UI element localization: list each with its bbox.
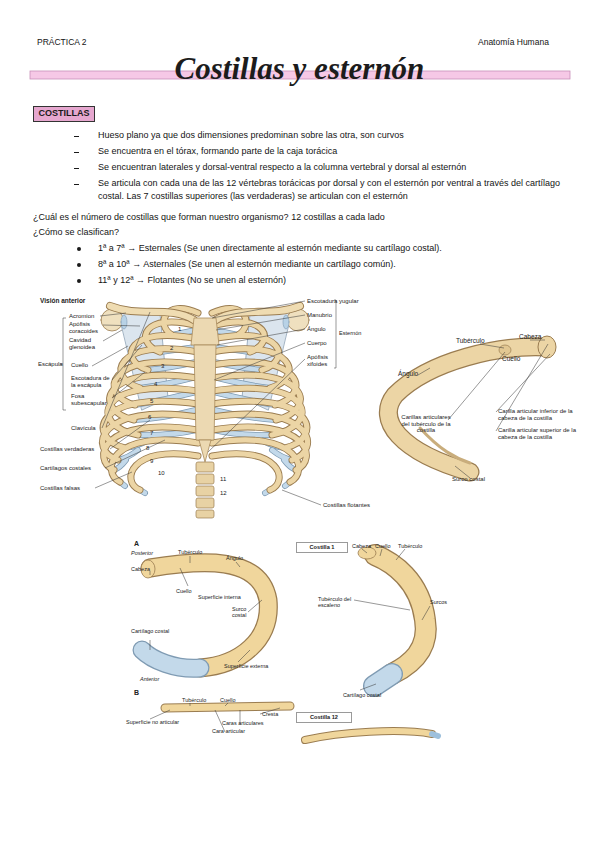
section-heading: COSTILLAS: [33, 106, 95, 122]
body-text: PRÁCTICA 2: [37, 36, 157, 48]
part-label: Tubérculo del escaleno: [318, 596, 354, 608]
part-label: Esternón: [339, 330, 373, 336]
body-text: 11ª y 12ª → Flotantes (No se unen al est…: [98, 274, 568, 287]
callout-number: 6: [148, 414, 158, 421]
part-label: Cuello: [71, 362, 101, 369]
figure-tag: Costilla 1: [296, 542, 348, 553]
part-label: Manubrio: [307, 312, 357, 319]
part-label: Tubérculo: [182, 697, 222, 703]
part-label: Superficie interna: [198, 594, 258, 600]
callout-number: 5: [150, 398, 160, 405]
part-label: Cresta: [262, 711, 292, 717]
part-label: Carilla articular inferior de la cabeza …: [498, 408, 580, 421]
part-label: Cabeza: [519, 333, 559, 340]
part-label: Cavidad glenoidea: [69, 337, 103, 350]
part-label: Surco costal: [452, 476, 502, 483]
callout-number: 7: [150, 430, 160, 437]
box-text: COSTILLAS: [39, 109, 90, 119]
callout-number: 4: [154, 381, 164, 388]
part-label: Surco costal: [232, 606, 257, 618]
body-text: ¿Cuál es el número de costillas que form…: [33, 211, 563, 224]
part-label: Cuello: [220, 697, 250, 703]
part-label: Costillas flotantes: [323, 502, 383, 509]
part-label: Carillas articulares del tubérculo de la…: [400, 414, 452, 434]
callout-number: 10: [158, 470, 168, 477]
part-label: Superficie externa: [224, 663, 284, 669]
part-label: Superficie no articular: [126, 719, 196, 725]
body-text: Se encuentra en el tórax, formando parte…: [98, 145, 560, 158]
figure-tag: Costilla 12: [296, 712, 352, 723]
body-text: Hueso plano ya que dos dimensiones predo…: [98, 129, 560, 142]
callout-number: 1: [178, 326, 188, 333]
body-text: 8ª a 10ª → Asternales (Se unen al estern…: [98, 258, 568, 271]
list-bullet: [77, 279, 81, 283]
part-label: Cuello: [502, 355, 532, 362]
part-label: Fosa subescapular: [71, 393, 111, 406]
list-dash: [74, 168, 79, 169]
part-label: Cuerpo: [307, 340, 357, 347]
box-text: Costilla 1: [310, 544, 335, 550]
part-label: Escotadura yugular: [307, 298, 377, 305]
part-label: Clavícula: [71, 425, 111, 432]
part-label: Acromion: [69, 313, 109, 320]
part-label: Apófisis coracoides: [69, 321, 103, 334]
body-text: Se articula con cada una de las 12 vérte…: [98, 177, 560, 203]
part-label: A: [134, 540, 144, 548]
part-label: Carilla articular superior de la cabeza …: [498, 427, 580, 440]
callout-number: 8: [146, 445, 156, 452]
part-label: Apófisis xifoides: [307, 354, 335, 367]
part-label: Tubérculo: [456, 337, 496, 344]
part-label: B: [134, 689, 144, 697]
callout-number: 9: [150, 458, 160, 465]
callout-number: 3: [161, 363, 171, 370]
part-label: Caras articulares: [222, 720, 282, 726]
part-label: Surcos: [430, 599, 460, 605]
list-bullet: [77, 247, 81, 251]
body-text: Anatomía Humana: [478, 36, 588, 48]
list-dash: [74, 152, 79, 153]
part-label: Visión anterior: [40, 297, 110, 304]
list-dash: [74, 136, 79, 137]
part-label: Cartílago costal: [342, 692, 382, 698]
callout-number: 2: [170, 345, 180, 352]
part-label: Cartílagos costales: [40, 465, 110, 472]
list-dash: [74, 184, 79, 185]
page-title: Costillas y esternón: [0, 52, 599, 86]
part-label: Escápula: [38, 361, 68, 368]
callout-number: 12: [220, 490, 230, 497]
list-bullet: [77, 263, 81, 267]
part-label: Cuello: [176, 588, 206, 594]
part-label: Tubérculo: [398, 543, 438, 549]
part-label: Anterior: [140, 676, 180, 682]
body-text: ¿Cómo se clasifican?: [33, 226, 333, 239]
part-label: Costillas verdaderas: [40, 446, 110, 453]
part-label: Costillas falsas: [40, 485, 110, 492]
box-text: Costilla 12: [310, 714, 338, 720]
part-label: Cara articular: [212, 728, 262, 734]
part-label: Ángulo: [226, 555, 256, 561]
body-text: 1ª a 7ª → Esternales (Se unen directamen…: [98, 242, 568, 255]
part-label: Tubérculo: [178, 549, 218, 555]
body-text: Se encuentran laterales y dorsal-ventral…: [98, 161, 560, 174]
callout-number: 11: [220, 476, 230, 483]
part-label: Posterior: [131, 550, 171, 556]
part-label: Cartílago costal: [131, 628, 171, 634]
part-label: Cabeza: [131, 566, 161, 572]
part-label: Ángulo: [398, 370, 428, 377]
part-label: Escotadura de la escápula: [71, 375, 111, 388]
